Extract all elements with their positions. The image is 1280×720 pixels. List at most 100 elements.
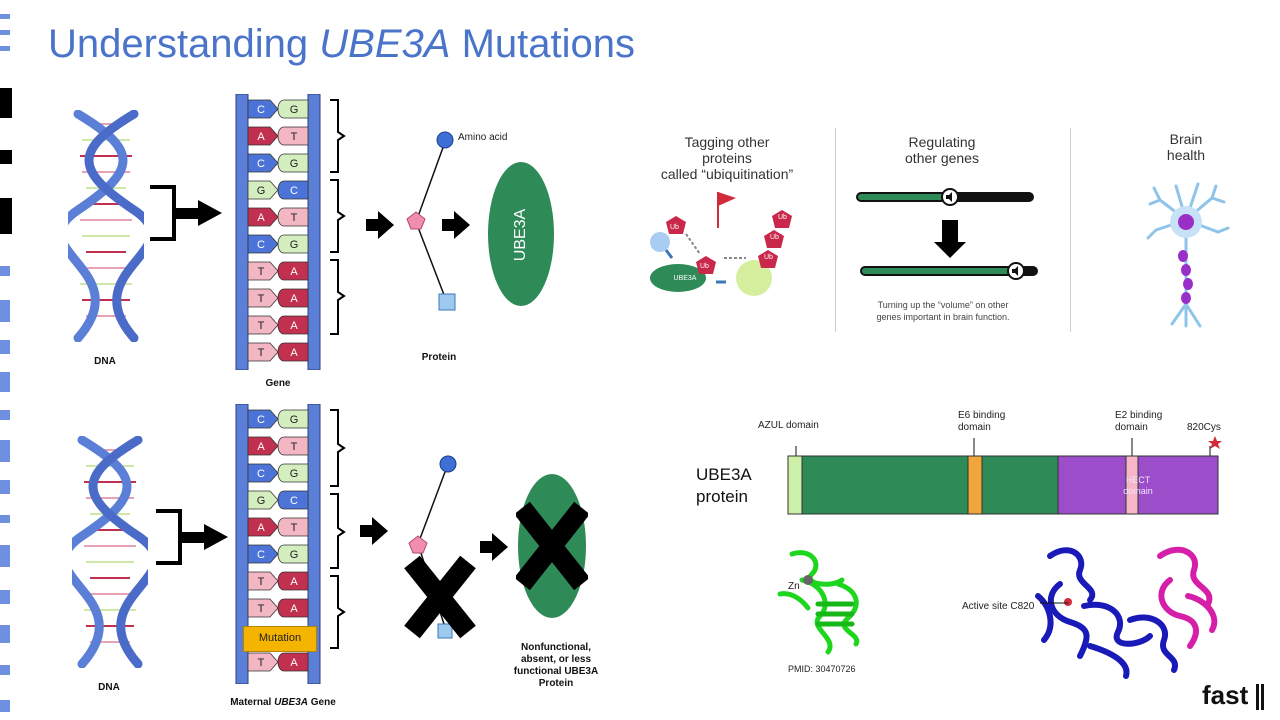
mutation-box: Mutation (243, 626, 317, 652)
protein-domain-map (787, 436, 1222, 515)
ub-tag-3: Ub (778, 214, 787, 221)
dna-helix-top (68, 110, 144, 342)
base-right (277, 234, 309, 254)
maternal-gene-label: Maternal UBE3A Gene (230, 697, 336, 708)
arrow-to-ube3a-top (442, 211, 470, 239)
base-letter-left: A (257, 212, 265, 224)
base-letter-right: G (290, 158, 299, 170)
base-letter-right: G (290, 104, 299, 116)
protein-chain-top (406, 131, 456, 311)
ube3a-oval-label: UBE3A (512, 208, 529, 262)
function-regulating-title: Regulating other genes (905, 134, 979, 166)
base-right (277, 544, 309, 564)
zn-label: Zn (788, 581, 800, 592)
base-letter-right: C (290, 495, 298, 507)
ubiquitination-illustration (650, 192, 792, 296)
base-left (247, 234, 279, 254)
dna-label-bottom: DNA (98, 682, 120, 693)
base-right (277, 261, 309, 281)
base-letter-left: A (257, 522, 265, 534)
base-right (277, 436, 309, 456)
base-letter-right: A (290, 603, 298, 615)
volume-caption: Turning up the “volume” on other genes i… (876, 300, 1010, 322)
base-letter-left: T (258, 293, 265, 305)
base-letter-right: A (290, 293, 298, 305)
amino-acid-label: Amino acid (458, 132, 508, 143)
base-right (277, 126, 309, 146)
base-left (247, 517, 279, 537)
ube3a-protein-oval-top (488, 162, 554, 306)
base-right (277, 463, 309, 483)
base-right (277, 207, 309, 227)
base-letter-left: C (257, 414, 265, 426)
base-letter-left: C (257, 239, 265, 251)
base-right (277, 180, 309, 200)
base-letter-left: A (257, 131, 265, 143)
base-letter-left: T (258, 320, 265, 332)
base-left (247, 180, 279, 200)
base-letter-right: A (290, 320, 298, 332)
azul-domain-label: AZUL domain (758, 420, 819, 431)
base-right (277, 315, 309, 335)
base-letter-left: T (258, 603, 265, 615)
dna-helix-bottom (72, 436, 148, 668)
active-site-pointer (1040, 602, 1068, 604)
base-left (247, 153, 279, 173)
base-right (277, 517, 309, 537)
base-letter-right: C (290, 185, 298, 197)
base-letter-left: G (257, 185, 266, 197)
active-site-label: Active site C820 (962, 601, 1035, 612)
base-letter-left: T (258, 576, 265, 588)
base-left (247, 463, 279, 483)
base-letter-right: A (290, 347, 298, 359)
base-letter-left: T (258, 657, 265, 669)
base-left (247, 571, 279, 591)
base-letter-right: G (290, 549, 299, 561)
base-letter-right: A (290, 266, 298, 278)
base-letter-left: C (257, 104, 265, 116)
base-left (247, 342, 279, 362)
base-letter-left: G (257, 495, 266, 507)
fast-logo: fast (1202, 680, 1249, 710)
nonfunctional-protein-label: Nonfunctional, absent, or less functiona… (513, 642, 599, 689)
pmid-label: PMID: 30470726 (788, 664, 856, 674)
ub-tag-2: Ub (700, 263, 709, 270)
protein-chain-bottom (404, 455, 476, 639)
dna-label-top: DNA (94, 356, 116, 367)
function-ubiquitination-title: Tagging other proteins called “ubiquitin… (660, 134, 794, 182)
base-right (277, 153, 309, 173)
base-left (247, 315, 279, 335)
base-right (277, 652, 309, 672)
base-letter-right: A (290, 576, 298, 588)
arrow-to-protein-top (366, 211, 394, 239)
base-left (247, 288, 279, 308)
arrow-to-protein-bottom (360, 517, 388, 545)
base-right (277, 409, 309, 429)
protein-label-top: Protein (421, 352, 457, 363)
base-left (247, 490, 279, 510)
base-right (277, 571, 309, 591)
ub-tag-4: Ub (770, 234, 779, 241)
base-letter-right: G (290, 239, 299, 251)
cys820-label: 820Cys (1187, 422, 1221, 433)
fast-logo-mark (1256, 684, 1264, 710)
base-right (277, 342, 309, 362)
base-left (247, 261, 279, 281)
base-left (247, 99, 279, 119)
base-letter-right: T (291, 131, 298, 143)
base-left (247, 409, 279, 429)
slide-title: Understanding UBE3A Mutations (48, 22, 635, 66)
function-divider-2 (1070, 128, 1071, 332)
base-right (277, 288, 309, 308)
arrow-to-ube3a-bottom (480, 533, 508, 561)
left-edge-decoration (0, 14, 12, 712)
base-right (277, 490, 309, 510)
base-letter-right: T (291, 212, 298, 224)
ube3a-3d-structure (1035, 546, 1218, 679)
